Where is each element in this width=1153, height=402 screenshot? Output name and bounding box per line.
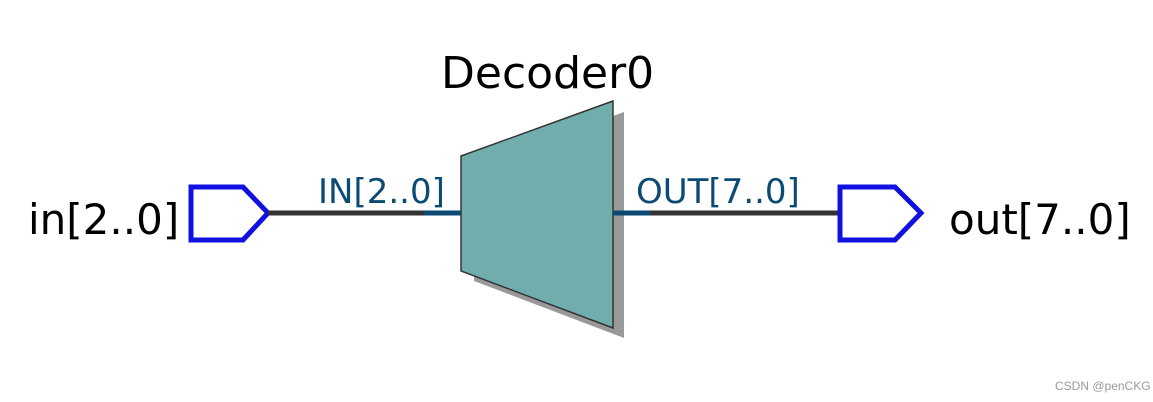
block-name-label: Decoder0: [441, 48, 654, 99]
output-port-label: out[7..0]: [949, 195, 1131, 244]
decoder-block[interactable]: [460, 99, 614, 330]
input-port-symbol[interactable]: [188, 184, 272, 243]
output-port-symbol[interactable]: [837, 184, 925, 243]
watermark-text: CSDN @penCKG: [1055, 379, 1151, 393]
output-pin-label: OUT[7..0]: [636, 172, 800, 212]
input-port-label: in[2..0]: [28, 195, 179, 244]
input-pin-label: IN[2..0]: [318, 172, 445, 212]
